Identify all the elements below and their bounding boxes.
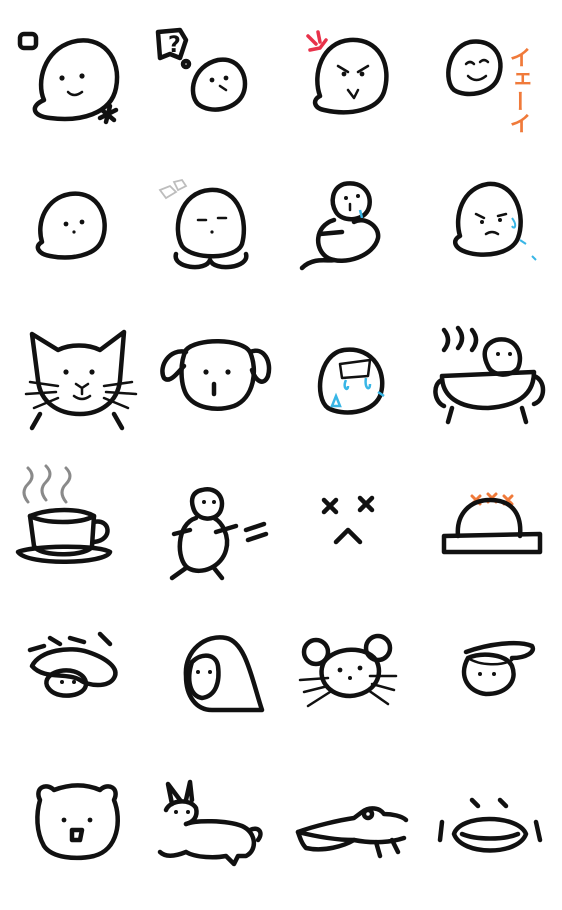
plain-blob-icon [35, 191, 107, 260]
sticker-blob-under-blanket[interactable] [10, 610, 150, 760]
angry-blob-icon [306, 30, 389, 115]
sticker-coffee-cup[interactable] [10, 460, 150, 610]
cheer-label: イェーイ [506, 46, 531, 134]
thinking-blob-icon: ? [155, 27, 248, 112]
waving-blob-icon [17, 31, 120, 125]
bathing-blob-icon [433, 325, 546, 425]
hooded-blob-icon [183, 635, 265, 713]
sticker-plain-blob[interactable] [10, 160, 150, 310]
sticker-cat[interactable] [10, 310, 150, 460]
rabbit-icon [157, 779, 263, 867]
sticker-big-lips-face[interactable] [422, 760, 562, 910]
sticker-running-blob[interactable] [146, 460, 286, 610]
blob-under-blanket-icon [27, 631, 118, 698]
sticker-hooded-blob[interactable] [146, 610, 286, 760]
sleepy-blob-icon [158, 178, 249, 270]
mouse-icon [298, 633, 398, 708]
sticker-angry-blob[interactable] [284, 10, 424, 160]
sticker-crying-blob[interactable] [284, 310, 424, 460]
dizzy-face-icon [321, 495, 375, 545]
overheated-block-icon [441, 492, 543, 555]
sticker-rabbit[interactable] [146, 760, 286, 910]
cheering-blob-icon: イェーイ [446, 39, 531, 134]
crying-blob-icon [317, 347, 385, 415]
sticker-worried-sitting-blob[interactable] [284, 160, 424, 310]
dog-icon [160, 339, 272, 411]
bear-icon [35, 783, 120, 861]
cat-icon [24, 329, 138, 431]
sweating-blob-icon [452, 181, 537, 261]
sticker-bathing-blob[interactable] [422, 310, 562, 460]
sticker-dog[interactable] [146, 310, 286, 460]
question-mark-label: ? [168, 33, 181, 58]
sticker-sleepy-blob[interactable] [146, 160, 286, 310]
worried-sitting-blob-icon [299, 181, 381, 271]
big-lips-face-icon [437, 797, 543, 853]
sticker-thinking-blob[interactable]: ? [146, 10, 286, 160]
sticker-bear[interactable] [10, 760, 150, 910]
sticker-cheering-blob[interactable]: イェーイ [422, 10, 562, 160]
blob-with-hat-icon [461, 640, 536, 697]
sticker-crocodile[interactable] [284, 760, 424, 910]
sticker-sweating-blob[interactable] [422, 160, 562, 310]
sticker-overheated-block[interactable] [422, 460, 562, 610]
crocodile-icon [295, 806, 409, 859]
sticker-waving-blob[interactable] [10, 10, 150, 160]
running-blob-icon [169, 487, 269, 581]
coffee-cup-icon [15, 464, 113, 564]
sticker-blob-with-hat[interactable] [422, 610, 562, 760]
sticker-mouse[interactable] [284, 610, 424, 760]
sticker-dizzy-face[interactable] [284, 460, 424, 610]
